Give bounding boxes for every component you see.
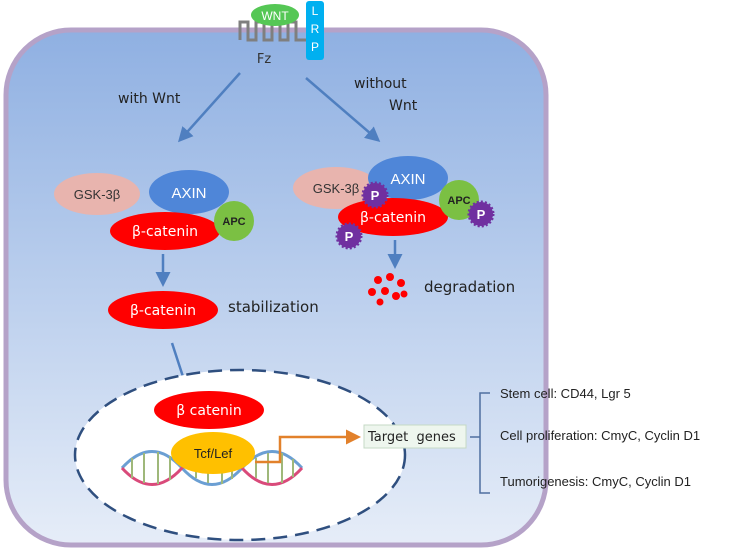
transcription-arrow <box>255 429 361 464</box>
tcf-lef <box>171 432 255 474</box>
lrp-coreceptor <box>306 1 324 60</box>
without-wnt-arrow <box>305 77 381 142</box>
gsk3b-left <box>54 173 140 215</box>
axin-right-label: AXIN <box>390 171 425 188</box>
beta-catenin-right <box>338 198 448 236</box>
degradation-label: degradation <box>424 278 515 296</box>
beta-catenin-nuclear-label: β catenin <box>176 403 241 419</box>
axin-left <box>149 170 229 214</box>
lrp-letter-p: P <box>311 40 319 54</box>
target-stem-cell: Stem cell: CD44, Lgr 5 <box>500 386 631 401</box>
with-wnt-arrow <box>177 72 241 143</box>
axin-left-label: AXIN <box>171 185 206 202</box>
lrp-letter-l: L <box>312 4 319 18</box>
apc-left-label: APC <box>222 216 245 228</box>
beta-catenin-left-label: β-catenin <box>132 224 198 240</box>
beta-catenin-right-label: β-catenin <box>360 210 426 226</box>
wnt-label: WNT <box>261 9 289 23</box>
gsk3b-right <box>293 167 379 209</box>
phosphate-3: P <box>335 222 363 250</box>
axin-right <box>368 156 448 200</box>
beta-catenin-stable <box>108 291 218 329</box>
targets-bracket <box>470 392 490 494</box>
lrp-letter-r: R <box>311 22 320 36</box>
phosphate-2: P <box>467 200 495 228</box>
stabilization-label: stabilization <box>228 298 319 316</box>
phosphate-1: P <box>361 181 389 209</box>
target-tumorigenesis: Tumorigenesis: CmyC, Cyclin D1 <box>500 474 691 489</box>
tcf-lef-label: Tcf/Lef <box>194 446 233 461</box>
apc-left <box>214 201 254 241</box>
target-proliferation: Cell proliferation: CmyC, Cyclin D1 <box>500 428 700 443</box>
phosphate-1-label: P <box>371 188 380 203</box>
apc-right-label: APC <box>447 195 470 207</box>
gsk3b-right-label: GSK-3β <box>313 181 360 196</box>
with-wnt-label: with Wnt <box>118 91 181 107</box>
phosphate-3-label: P <box>345 229 354 244</box>
beta-catenin-stable-label: β-catenin <box>130 303 196 319</box>
fz-label: Fz <box>257 52 271 67</box>
without-wnt-label-line1: without <box>354 76 407 92</box>
beta-catenin-left <box>110 212 220 250</box>
gsk3b-left-label: GSK-3β <box>74 187 121 202</box>
target-genes-label: Target genes <box>367 430 456 445</box>
phosphate-2-label: P <box>477 207 486 222</box>
wnt-ligand <box>251 4 299 26</box>
degradation-fragments <box>368 273 408 306</box>
beta-catenin-nuclear <box>154 391 264 429</box>
target-genes-box <box>363 424 467 449</box>
without-wnt-label-line2: Wnt <box>389 98 418 114</box>
